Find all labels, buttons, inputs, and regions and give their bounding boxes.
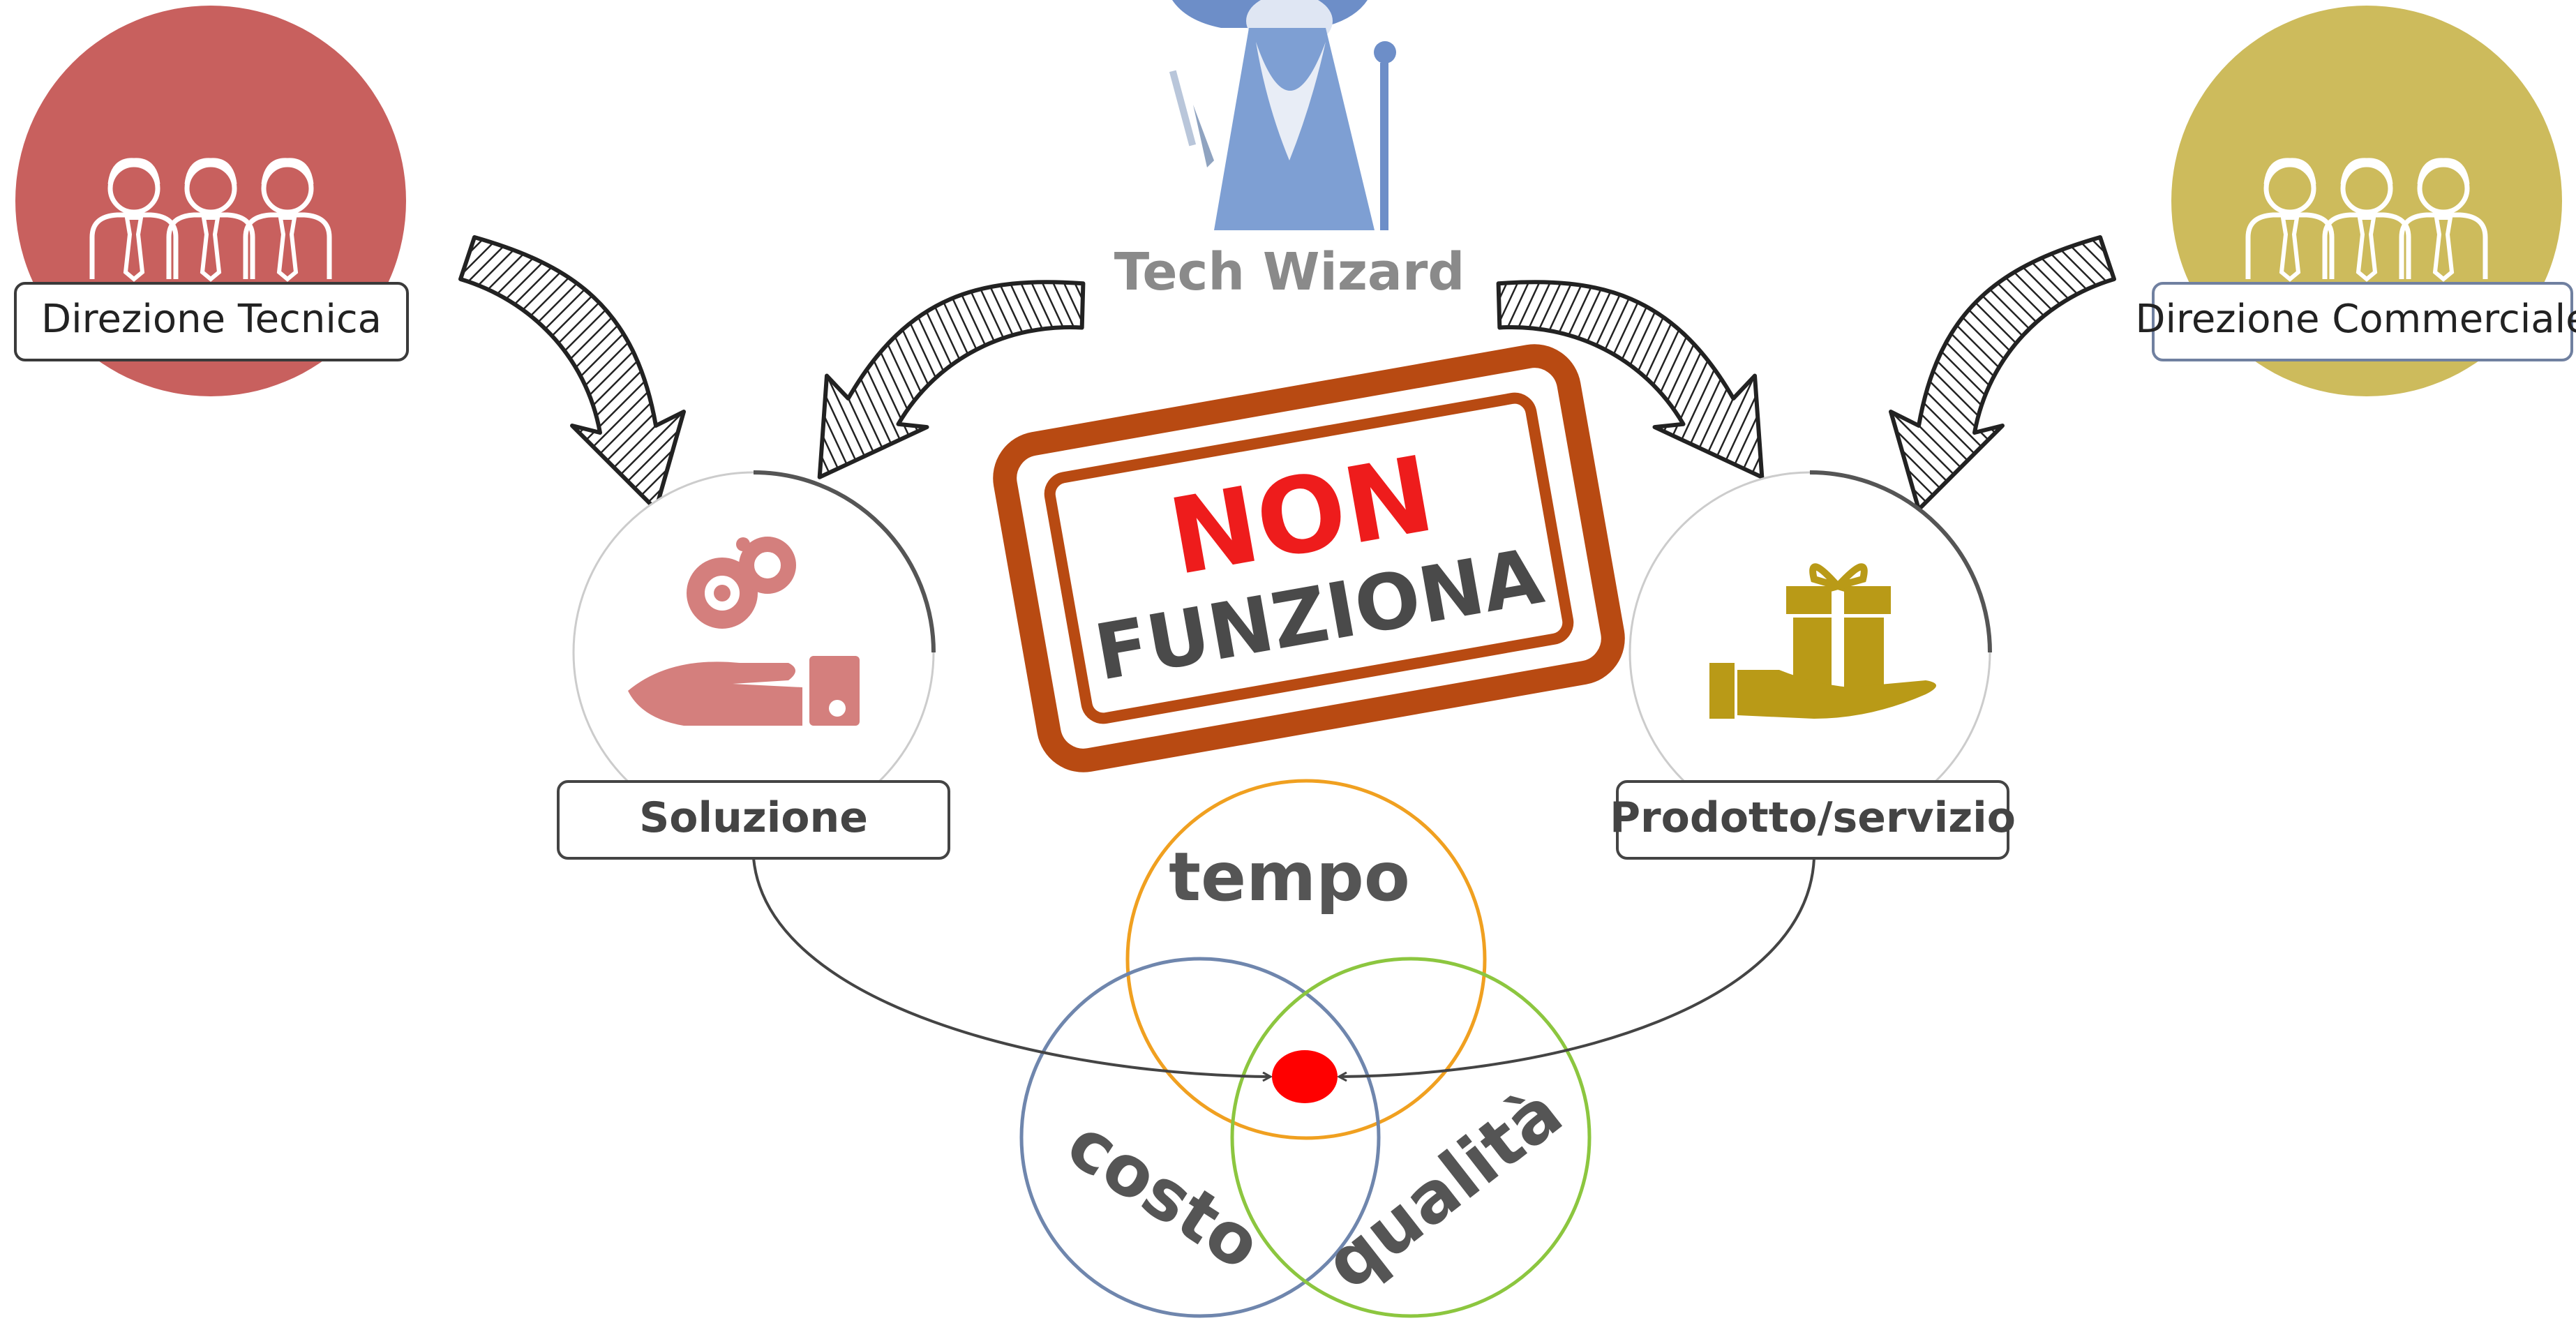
arrow-right-team-to-product bbox=[1891, 237, 2114, 509]
venn-center-dot bbox=[1272, 1050, 1338, 1103]
wizard-icon bbox=[1169, 0, 1396, 230]
left-team-label-box bbox=[14, 282, 409, 361]
wizard: Tech Wizard bbox=[1114, 0, 1465, 302]
product-node: Prodotto/servizio bbox=[1610, 470, 2016, 860]
product-label: Prodotto/servizio bbox=[1610, 793, 2016, 842]
connector-solution-to-center bbox=[752, 858, 1270, 1077]
venn-circle-tempo bbox=[1125, 779, 1487, 1140]
left-team-label: Direzione Tecnica bbox=[41, 297, 382, 342]
venn-label-qualita: qualità bbox=[1310, 1071, 1577, 1305]
connector-product-to-center bbox=[1340, 858, 1815, 1077]
right-team: Direzione Commerciale bbox=[2135, 6, 2576, 396]
wizard-caption: Tech Wizard bbox=[1114, 242, 1465, 302]
venn-circle-costo bbox=[1019, 957, 1381, 1318]
solution-label: Soluzione bbox=[639, 793, 868, 842]
right-team-label-box bbox=[2152, 282, 2573, 361]
non-funziona-stamp: NON FUNZIONA bbox=[993, 344, 1625, 772]
gift-hand-icon bbox=[1709, 563, 1936, 719]
venn-label-tempo: tempo bbox=[1169, 838, 1410, 916]
right-team-label: Direzione Commerciale bbox=[2135, 297, 2576, 342]
left-team: Direzione Tecnica bbox=[14, 6, 409, 396]
gear-hand-icon bbox=[628, 537, 860, 726]
solution-node: Soluzione bbox=[557, 470, 950, 860]
arrow-left-team-to-solution bbox=[460, 237, 684, 509]
venn-circle-qualita bbox=[1230, 957, 1592, 1318]
venn-diagram: tempo costo qualità bbox=[1019, 779, 1592, 1318]
